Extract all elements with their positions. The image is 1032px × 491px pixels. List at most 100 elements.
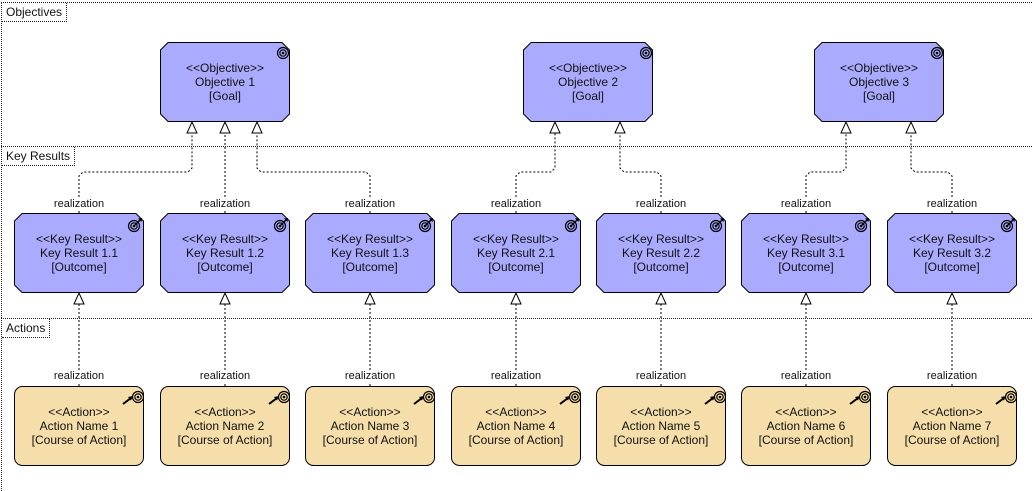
key-result-type: [Outcome] [488,260,544,274]
objective-node[interactable]: <<Objective>> Objective 2 [Goal] [523,42,653,122]
target-arrow-icon [854,218,869,233]
edge-action-to-kr[interactable] [946,291,958,386]
key-result-node[interactable]: <<Key Result>> Key Result 1.3 [Outcome] [305,213,435,293]
key-result-node[interactable]: <<Key Result>> Key Result 3.2 [Outcome] [887,213,1017,293]
action-name: Action Name 4 [476,419,556,433]
objective-label: <<Objective>> Objective 3 [Goal] [840,61,918,103]
target-icon [930,46,944,60]
action-shape [887,386,1017,466]
action-label: <<Action>> Action Name 5 [Course of Acti… [614,405,709,447]
key-result-type: [Outcome] [342,260,398,274]
edge-label-realization: realization [925,370,979,382]
key-result-label: <<Key Result>> Key Result 1.1 [Outcome] [36,232,122,274]
key-result-node[interactable]: <<Key Result>> Key Result 2.2 [Outcome] [596,213,726,293]
key-result-stereotype: <<Key Result>> [472,232,560,246]
action-node[interactable]: <<Action>> Action Name 4 [Course of Acti… [451,386,581,466]
action-type: [Course of Action] [904,433,1000,447]
action-name: Action Name 5 [621,419,701,433]
edge-action-to-kr[interactable] [800,291,812,386]
edge-kr-to-objective[interactable] [251,120,371,213]
key-result-name: Key Result 3.1 [766,246,846,260]
action-label: <<Action>> Action Name 1 [Course of Acti… [32,405,127,447]
key-result-node[interactable]: <<Key Result>> Key Result 1.2 [Outcome] [160,213,290,293]
key-result-type: [Outcome] [51,260,107,274]
edge-label-realization: realization [634,198,688,210]
edge-label-realization: realization [779,370,833,382]
key-result-stereotype: <<Key Result>> [181,232,269,246]
action-target-icon [849,390,871,405]
target-arrow-icon [127,218,142,233]
objective-stereotype: <<Objective>> [548,61,628,75]
action-name: Action Name 6 [766,419,846,433]
edge-kr-to-objective[interactable] [614,120,662,213]
action-node[interactable]: <<Action>> Action Name 5 [Course of Acti… [596,386,726,466]
frame-objectives[interactable]: Objectives [1,2,1032,148]
key-result-name: Key Result 1.3 [330,246,410,260]
action-stereotype: <<Action>> [630,405,692,419]
action-target-icon [268,390,290,405]
action-type: [Course of Action] [177,433,273,447]
action-shape [305,386,435,466]
action-node[interactable]: <<Action>> Action Name 3 [Course of Acti… [305,386,435,466]
action-node[interactable]: <<Action>> Action Name 6 [Course of Acti… [741,386,871,466]
objective-node[interactable]: <<Objective>> Objective 1 [Goal] [160,42,290,122]
action-target-icon [995,390,1017,405]
edge-action-to-kr[interactable] [510,291,522,386]
motivation-shape [887,213,1017,293]
key-result-label: <<Key Result>> Key Result 2.2 [Outcome] [618,232,704,274]
edge-kr-to-objective[interactable] [905,120,953,213]
key-result-type: [Outcome] [197,260,253,274]
key-result-label: <<Key Result>> Key Result 1.3 [Outcome] [327,232,413,274]
edge-label-realization: realization [52,370,106,382]
edge-kr-to-objective[interactable] [78,120,198,213]
motivation-shape [741,213,871,293]
target-icon [639,46,653,60]
action-stereotype: <<Action>> [339,405,401,419]
objective-stereotype: <<Objective>> [839,61,919,75]
edge-action-to-kr[interactable] [73,291,85,386]
edge-action-to-kr[interactable] [364,291,376,386]
motivation-shape [14,213,144,293]
action-node[interactable]: <<Action>> Action Name 7 [Course of Acti… [887,386,1017,466]
objective-stereotype: <<Objective>> [185,61,265,75]
action-shape [451,386,581,466]
action-shape [160,386,290,466]
objective-node[interactable]: <<Objective>> Objective 3 [Goal] [814,42,944,122]
action-target-icon [559,390,581,405]
edge-action-to-kr[interactable] [655,291,667,386]
motivation-shape [160,42,290,122]
action-stereotype: <<Action>> [775,405,837,419]
edge-kr-to-objective[interactable] [219,120,231,213]
edge-label-realization: realization [779,198,833,210]
key-result-name: Key Result 1.1 [39,246,119,260]
edge-kr-to-objective[interactable] [805,120,852,213]
action-node[interactable]: <<Action>> Action Name 1 [Course of Acti… [14,386,144,466]
action-stereotype: <<Action>> [485,405,547,419]
target-arrow-icon [709,218,724,233]
key-result-node[interactable]: <<Key Result>> Key Result 1.1 [Outcome] [14,213,144,293]
key-result-node[interactable]: <<Key Result>> Key Result 2.1 [Outcome] [451,213,581,293]
action-type: [Course of Action] [322,433,418,447]
key-result-type: [Outcome] [633,260,689,274]
frame-actions[interactable]: Actions [1,318,1032,491]
key-result-type: [Outcome] [778,260,834,274]
action-shape [741,386,871,466]
key-result-node[interactable]: <<Key Result>> Key Result 3.1 [Outcome] [741,213,871,293]
edge-label-realization: realization [634,370,688,382]
edge-label-realization: realization [925,198,979,210]
action-label: <<Action>> Action Name 3 [Course of Acti… [323,405,418,447]
motivation-shape [596,213,726,293]
action-node[interactable]: <<Action>> Action Name 2 [Course of Acti… [160,386,290,466]
action-target-icon [704,390,726,405]
target-arrow-icon [1000,218,1015,233]
key-result-name: Key Result 1.2 [185,246,265,260]
frame-key-results[interactable]: Key Results [1,146,1032,318]
key-result-label: <<Key Result>> Key Result 1.2 [Outcome] [182,232,268,274]
edge-label-realization: realization [489,198,543,210]
edge-kr-to-objective[interactable] [515,120,561,213]
action-stereotype: <<Action>> [921,405,983,419]
edge-action-to-kr[interactable] [219,291,231,386]
edge-label-realization: realization [52,198,106,210]
